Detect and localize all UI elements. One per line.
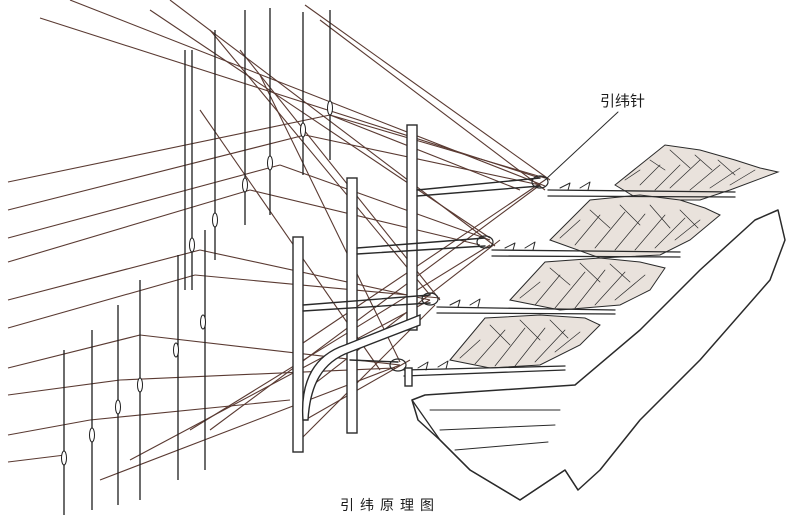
- weft-needle-3: [302, 292, 616, 315]
- fabric-strip-4: [449, 314, 601, 369]
- fabric-strips: [411, 144, 786, 501]
- frame-post-3: [292, 236, 304, 453]
- needle-frame: [292, 124, 736, 453]
- diagram-caption: 引纬原理图: [340, 498, 440, 514]
- frame-post-2: [346, 177, 358, 434]
- needle-label: 引纬针: [544, 92, 645, 181]
- heddle-wires: [61, 8, 333, 515]
- cloth-slab: [411, 209, 786, 501]
- weft-needle-4: [349, 358, 566, 387]
- fabric-strip-1: [614, 144, 780, 201]
- needle-label-text: 引纬针: [600, 92, 645, 110]
- weft-needle-1: [416, 175, 736, 198]
- weft-needle-2: [356, 235, 681, 258]
- fabric-strip-3: [509, 257, 666, 311]
- frame-post-1: [406, 124, 418, 331]
- fabric-strip-2: [549, 194, 721, 259]
- weft-threads: [7, 0, 551, 481]
